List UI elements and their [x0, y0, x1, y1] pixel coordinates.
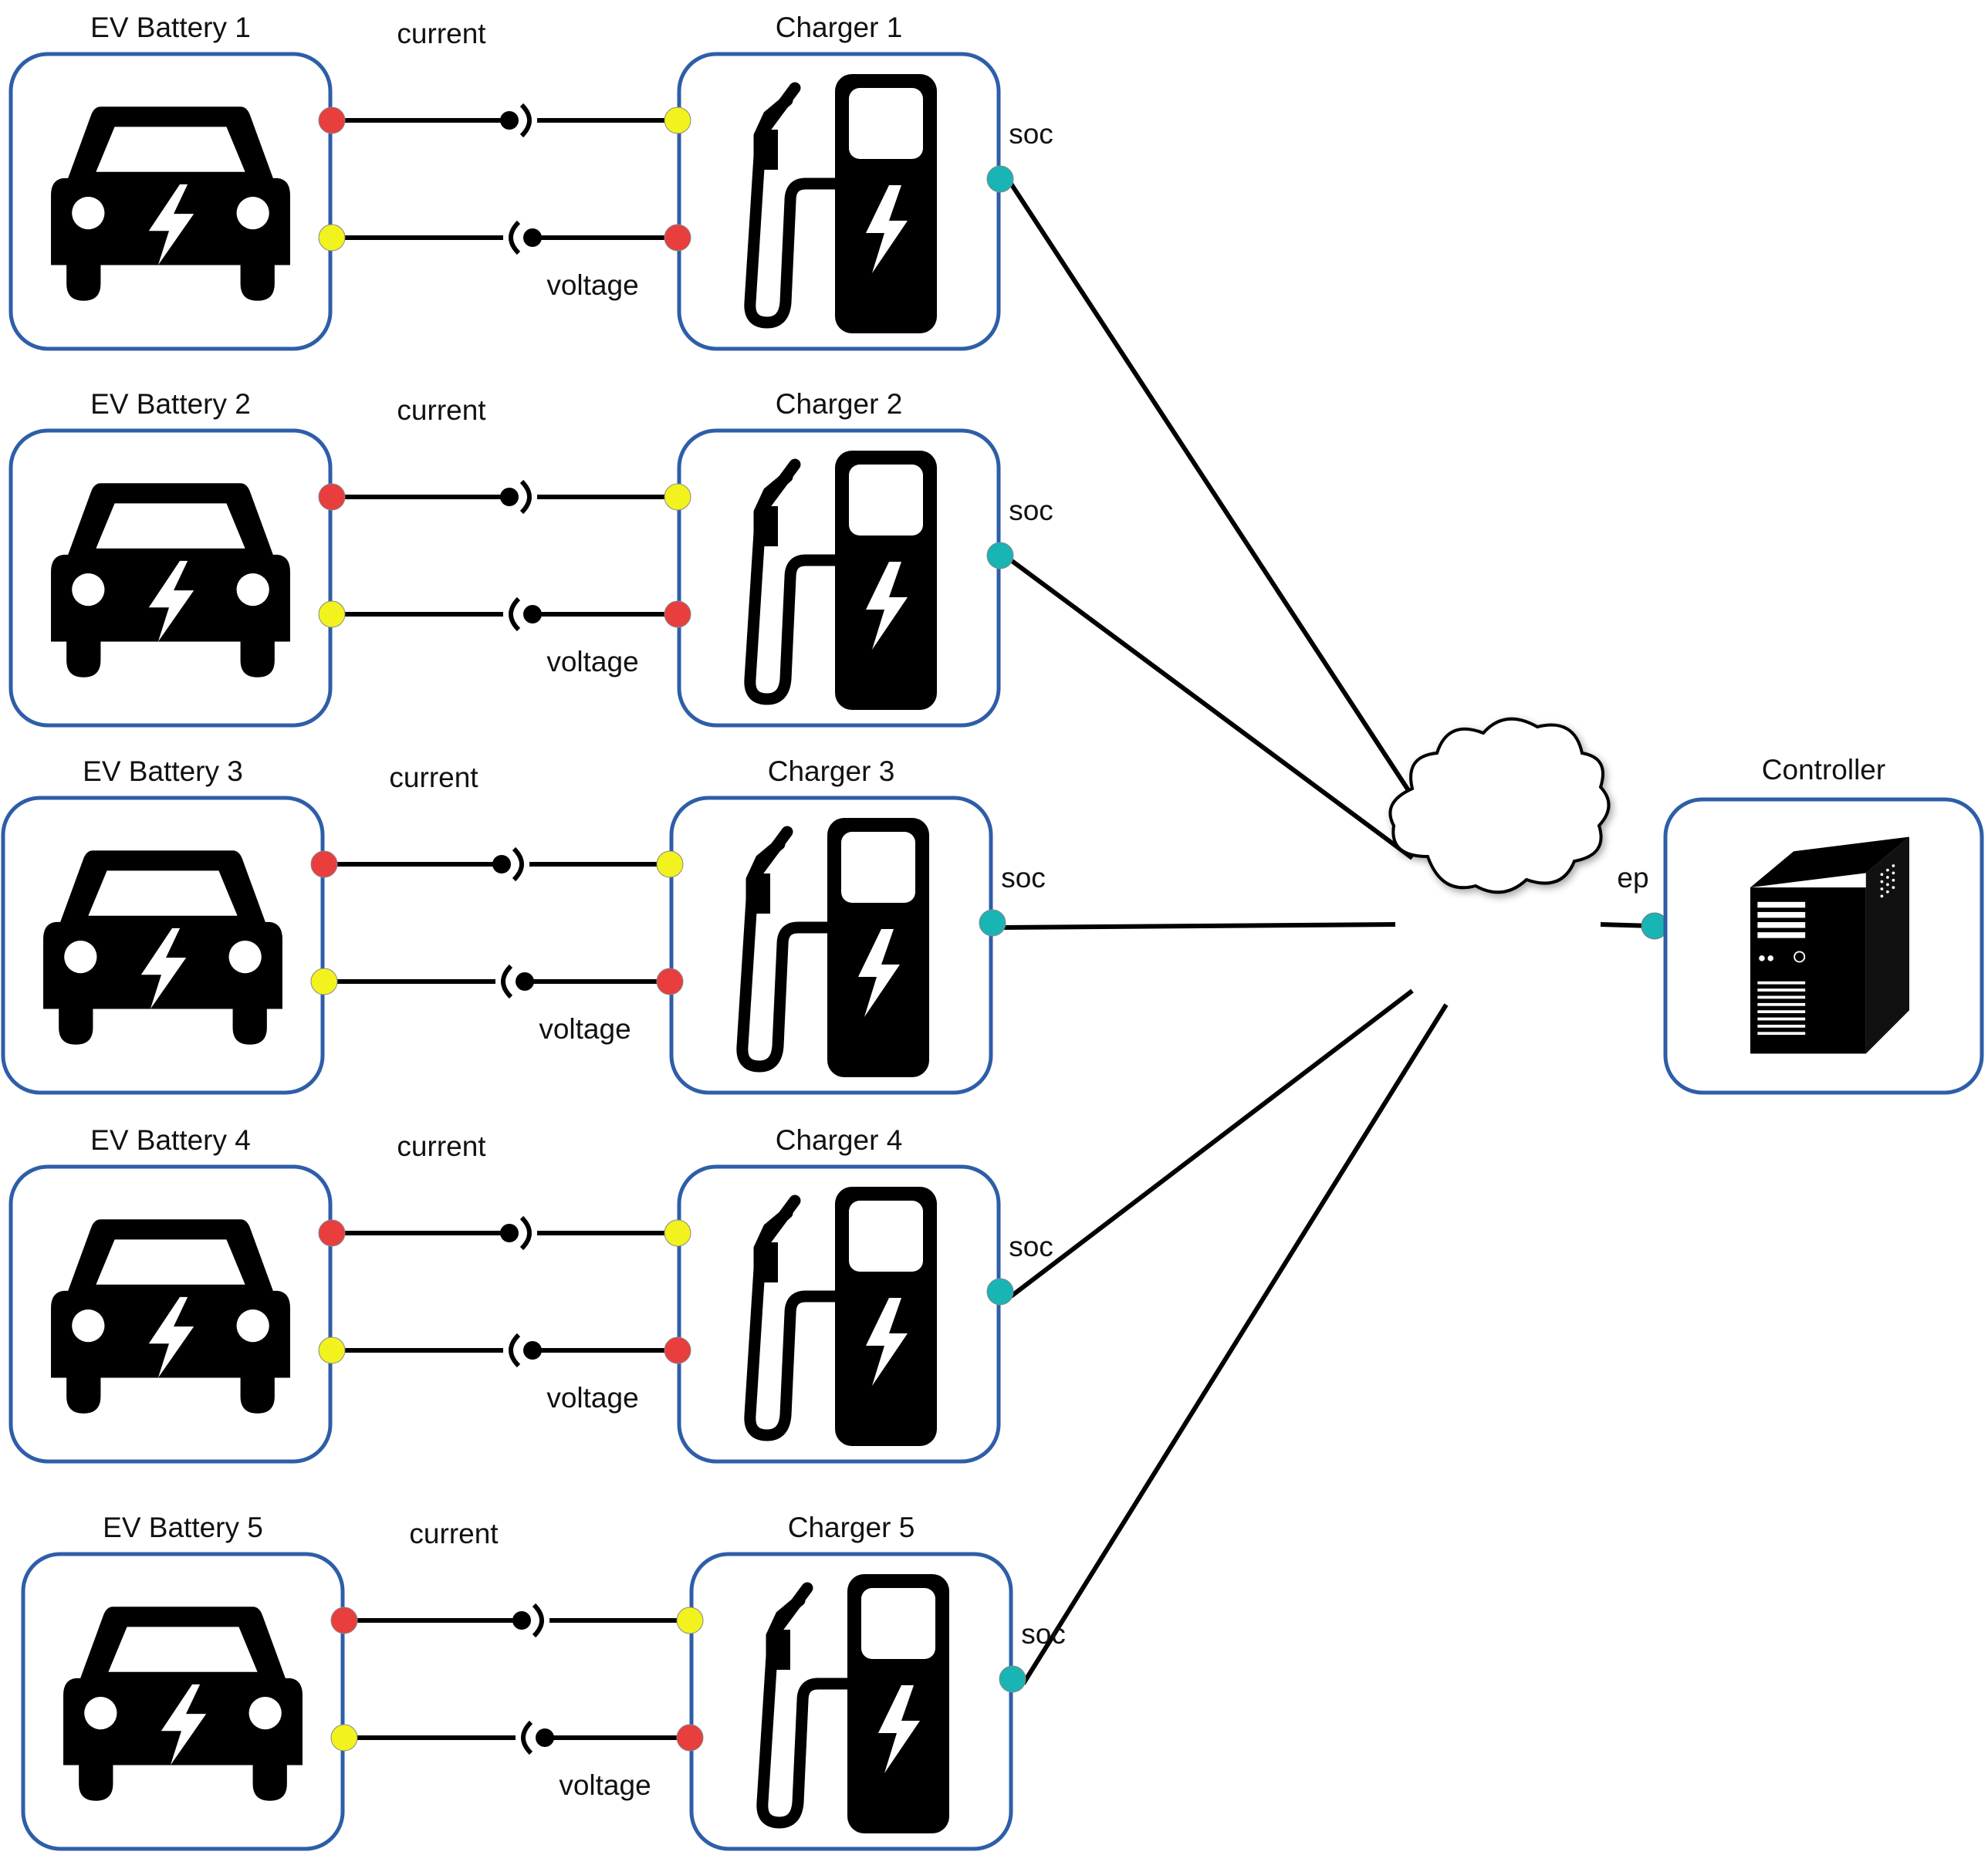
- current-connector-plug: [500, 111, 519, 130]
- voltage-connector-plug: [523, 605, 542, 623]
- controller-label: Controller: [1762, 754, 1885, 786]
- charger-port-current[interactable]: [664, 106, 691, 134]
- battery-label: EV Battery 1: [90, 12, 251, 43]
- current-connector-socket: [512, 846, 524, 882]
- controller-port-label: ep: [1617, 862, 1648, 894]
- charger-port-current[interactable]: [656, 850, 684, 878]
- battery-label: EV Battery 3: [83, 755, 243, 787]
- current-label: current: [397, 1130, 486, 1162]
- battery-port-current[interactable]: [318, 1219, 346, 1247]
- voltage-connector-plug: [523, 228, 542, 247]
- charger-port-voltage[interactable]: [656, 968, 684, 995]
- soc-network-link: [1002, 922, 1396, 930]
- voltage-label: voltage: [546, 1382, 638, 1414]
- battery-port-current[interactable]: [330, 1607, 358, 1634]
- voltage-label: voltage: [539, 1013, 631, 1045]
- battery-port-current[interactable]: [310, 850, 338, 878]
- soc-network-link: [1009, 558, 1414, 860]
- network-cloud: [1388, 717, 1611, 894]
- charger-port-soc[interactable]: [986, 542, 1014, 569]
- soc-network-link: [1021, 1003, 1449, 1685]
- voltage-connector-socket: [509, 220, 521, 255]
- charger-label: Charger 5: [788, 1512, 915, 1543]
- charger-label: Charger 1: [776, 12, 903, 43]
- battery-port-voltage[interactable]: [318, 224, 346, 252]
- charger-port-soc[interactable]: [986, 165, 1014, 193]
- soc-label: soc: [1021, 1618, 1066, 1650]
- charger-label: Charger 2: [776, 388, 903, 420]
- soc-label: soc: [1009, 1231, 1053, 1262]
- battery-label: EV Battery 5: [103, 1512, 263, 1543]
- current-connector-plug: [512, 1611, 531, 1630]
- charger-port-current[interactable]: [676, 1607, 704, 1634]
- charger-port-voltage[interactable]: [664, 600, 691, 628]
- voltage-connector-socket: [509, 1333, 521, 1368]
- row-5: EV Battery 5 Charger 5 current voltage soc: [21, 1512, 1066, 1851]
- charger-port-soc[interactable]: [979, 909, 1006, 937]
- battery-port-voltage[interactable]: [318, 1336, 346, 1364]
- battery-port-voltage[interactable]: [310, 968, 338, 995]
- row-4: EV Battery 4 Charger 4 current voltage soc: [8, 1124, 1053, 1464]
- battery-port-current[interactable]: [318, 106, 346, 134]
- voltage-connector-socket: [509, 596, 521, 632]
- voltage-label: voltage: [546, 646, 638, 677]
- charger-port-voltage[interactable]: [676, 1724, 704, 1752]
- network-links: [1002, 182, 1449, 1685]
- current-label: current: [397, 18, 486, 49]
- current-connector-plug: [500, 488, 519, 506]
- charger-port-current[interactable]: [664, 483, 691, 511]
- voltage-connector-socket: [501, 964, 513, 999]
- charger-port-soc[interactable]: [986, 1278, 1014, 1306]
- battery-label: EV Battery 4: [90, 1124, 251, 1156]
- server-tower-icon: [1750, 836, 1909, 1055]
- charger-port-voltage[interactable]: [664, 224, 691, 252]
- battery-port-voltage[interactable]: [318, 600, 346, 628]
- current-connector-socket: [532, 1603, 544, 1638]
- current-label: current: [389, 762, 478, 793]
- voltage-label: voltage: [546, 269, 638, 301]
- soc-label: soc: [1009, 118, 1053, 150]
- voltage-label: voltage: [559, 1769, 651, 1801]
- current-connector-plug: [500, 1224, 519, 1242]
- charger-port-current[interactable]: [664, 1219, 691, 1247]
- cloud-icon: [1388, 717, 1611, 894]
- soc-network-link: [1009, 182, 1447, 847]
- battery-port-voltage[interactable]: [330, 1724, 358, 1752]
- voltage-connector-plug: [516, 972, 534, 991]
- row-3: EV Battery 3 Charger 3 current voltage soc: [1, 755, 1046, 1095]
- current-connector-socket: [519, 479, 532, 515]
- voltage-connector-plug: [536, 1728, 554, 1747]
- row-1: EV Battery 1 Charger 1 current voltage soc: [8, 12, 1053, 351]
- current-label: current: [397, 394, 486, 426]
- voltage-connector-plug: [523, 1341, 542, 1360]
- battery-label: EV Battery 2: [90, 388, 251, 420]
- row-2: EV Battery 2 Charger 2 current voltage soc: [8, 388, 1053, 728]
- current-label: current: [409, 1518, 499, 1549]
- charger-label: Charger 4: [776, 1124, 903, 1156]
- charger-port-voltage[interactable]: [664, 1336, 691, 1364]
- soc-label: soc: [1009, 495, 1053, 526]
- current-connector-socket: [519, 1215, 532, 1251]
- controller-node[interactable]: Controller ep: [1600, 754, 1984, 1095]
- voltage-connector-socket: [521, 1720, 533, 1755]
- soc-network-link: [1009, 988, 1414, 1299]
- charger-port-soc[interactable]: [999, 1665, 1026, 1693]
- current-connector-plug: [492, 855, 511, 873]
- charger-label: Charger 3: [768, 755, 895, 787]
- battery-port-current[interactable]: [318, 483, 346, 511]
- soc-label: soc: [1001, 862, 1046, 894]
- current-connector-socket: [519, 103, 532, 138]
